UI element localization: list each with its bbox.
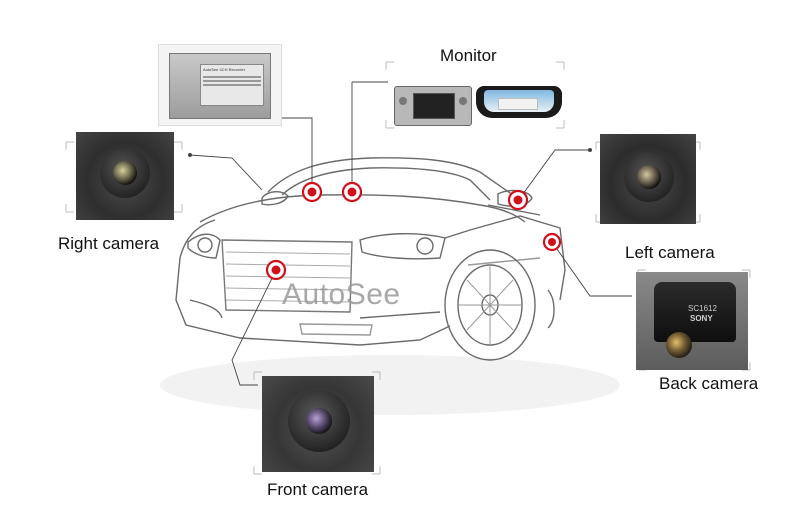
back-camera-label: Back camera — [659, 374, 759, 393]
control-box-label-text: AutoSee 4CH Recorder — [203, 67, 246, 72]
marker-rear — [542, 232, 562, 252]
back-camera-image: SC1612 SONY — [636, 272, 748, 370]
leader-lines — [189, 81, 632, 386]
mirror-monitor-screen — [484, 90, 554, 112]
right-camera-lens-housing — [100, 148, 150, 198]
autosee-watermark: AutoSee — [282, 278, 401, 311]
back-camera-bracket: SC1612 SONY — [654, 282, 736, 342]
floor-shadow — [160, 355, 620, 415]
back-camera-brand: SONY — [690, 314, 713, 323]
right-camera-label: Right camera — [58, 234, 160, 253]
head-unit-image — [394, 86, 472, 126]
marker-left-mirror — [507, 189, 529, 211]
car-outline — [175, 157, 566, 361]
monitor-label: Monitor — [440, 46, 497, 65]
front-camera-lens — [306, 408, 332, 434]
photo-brackets — [65, 61, 751, 475]
head-unit-screen — [413, 93, 455, 119]
left-camera-label: Left camera — [625, 243, 715, 262]
left-camera-lens — [637, 165, 661, 189]
left-camera-image — [600, 134, 696, 224]
camera-markers — [265, 181, 562, 281]
marker-roof-left — [301, 181, 323, 203]
back-camera-model: SC1612 — [688, 304, 717, 313]
control-box-image: AutoSee 4CH Recorder — [158, 44, 282, 126]
right-camera-image — [76, 132, 174, 220]
marker-front-grille — [265, 259, 287, 281]
front-camera-image — [262, 376, 374, 472]
marker-roof-right — [341, 181, 363, 203]
mirror-monitor-image — [476, 86, 562, 118]
front-camera-lens-housing — [288, 390, 350, 452]
front-camera-label: Front camera — [267, 480, 369, 499]
right-camera-lens — [113, 161, 137, 185]
back-camera-lens — [666, 332, 692, 358]
left-camera-lens-housing — [624, 152, 674, 202]
control-box-label: AutoSee 4CH Recorder — [200, 64, 264, 106]
control-box-body: AutoSee 4CH Recorder — [169, 53, 271, 119]
